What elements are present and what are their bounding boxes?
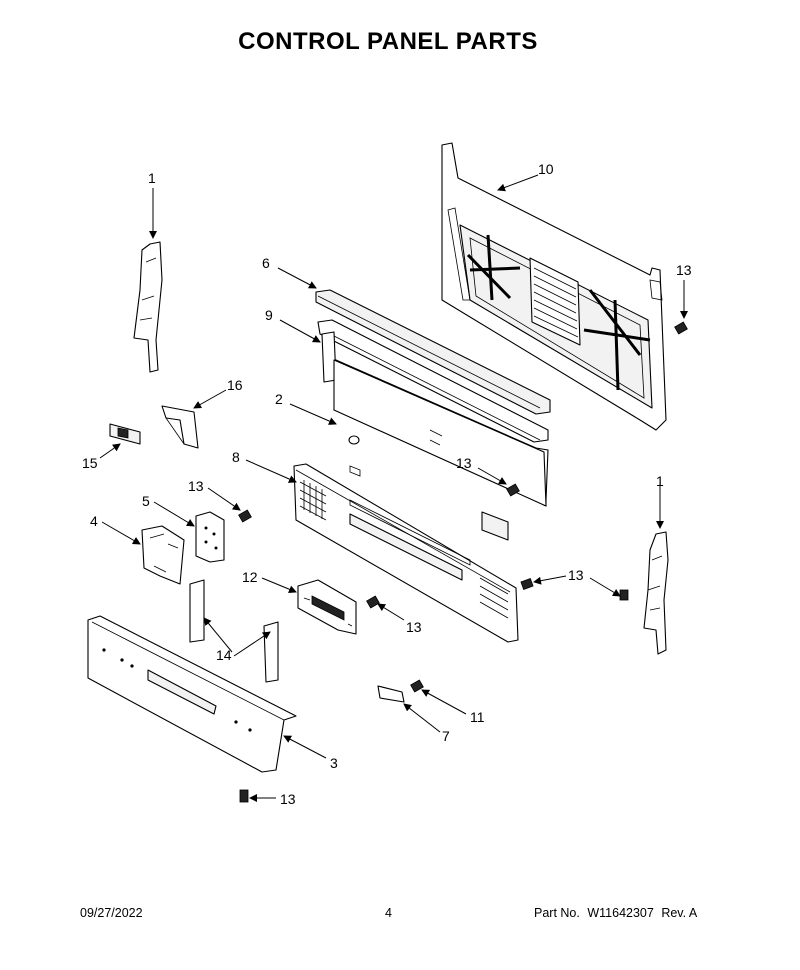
callout-5: 5 bbox=[142, 493, 150, 509]
clip-part-7 bbox=[377, 685, 405, 703]
control-module-part-12 bbox=[297, 579, 357, 635]
callout-9: 9 bbox=[265, 307, 273, 323]
front-console-part-3 bbox=[87, 615, 297, 773]
brackets-part-14 bbox=[189, 579, 279, 683]
part-number-label: Part No. bbox=[534, 906, 580, 920]
screw-icon bbox=[619, 589, 629, 601]
side-bracket-part-1-left bbox=[133, 241, 163, 373]
callout-10: 10 bbox=[538, 161, 554, 177]
page-title: CONTROL PANEL PARTS bbox=[238, 28, 538, 55]
bracket-part-16 bbox=[161, 405, 199, 449]
callout-1-right: 1 bbox=[656, 473, 664, 489]
callout-13-top-right: 13 bbox=[676, 262, 692, 278]
perforation-pattern bbox=[299, 480, 327, 521]
callout-3: 3 bbox=[330, 755, 338, 771]
callout-13-knob: 13 bbox=[406, 619, 422, 635]
footer-page-number: 4 bbox=[385, 906, 392, 920]
channel-bracket-part-9 bbox=[317, 319, 549, 443]
rear-panel-part-10 bbox=[441, 142, 667, 431]
callout-16: 16 bbox=[227, 377, 243, 393]
side-bracket-part-1-right bbox=[643, 531, 669, 655]
callout-12: 12 bbox=[242, 569, 258, 585]
callout-15: 15 bbox=[82, 455, 98, 471]
vent-grille bbox=[529, 257, 581, 346]
screw-icon bbox=[238, 509, 252, 523]
back-plate-part-2 bbox=[333, 359, 549, 507]
screw-icon bbox=[674, 321, 688, 335]
part-number-value: W11642307 bbox=[587, 906, 654, 920]
screw-icon bbox=[520, 578, 534, 590]
callout-4: 4 bbox=[90, 513, 98, 529]
callout-13-center: 13 bbox=[456, 455, 472, 471]
callout-1-left: 1 bbox=[148, 170, 156, 186]
screw-icon bbox=[366, 595, 380, 609]
callout-7: 7 bbox=[442, 728, 450, 744]
footer-part-number: Part No. W11642307 Rev. A bbox=[534, 906, 701, 920]
connector-part-15 bbox=[109, 423, 141, 445]
revision-label: Rev. A bbox=[661, 906, 698, 920]
callout-13-right: 13 bbox=[568, 567, 584, 583]
screw-icon bbox=[506, 483, 520, 497]
leader-lines bbox=[99, 174, 688, 802]
callout-labels: 1 10 13 6 9 16 2 15 13 8 13 5 4 1 13 12 … bbox=[82, 161, 692, 807]
callout-2: 2 bbox=[275, 391, 283, 407]
screw-icon bbox=[410, 679, 424, 693]
callout-6: 6 bbox=[262, 255, 270, 271]
callout-13-left: 13 bbox=[188, 478, 204, 494]
screw-icon bbox=[239, 789, 249, 803]
callout-11: 11 bbox=[470, 709, 485, 725]
control-plate-part-8 bbox=[293, 463, 519, 643]
callout-13-bottom: 13 bbox=[280, 791, 296, 807]
mounting-bracket-part-4 bbox=[141, 525, 185, 585]
callout-8: 8 bbox=[232, 449, 240, 465]
callout-14: 14 bbox=[216, 647, 232, 663]
circuit-board-part-5 bbox=[195, 511, 225, 563]
footer-date: 09/27/2022 bbox=[80, 906, 143, 920]
trim-strip-part-6 bbox=[315, 289, 551, 415]
